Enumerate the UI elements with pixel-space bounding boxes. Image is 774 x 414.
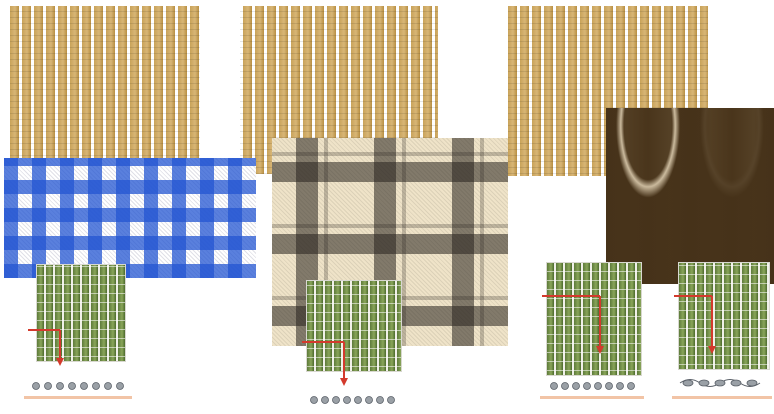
yarn-cross-section [546,380,640,392]
weave-diagram-4 [672,258,772,408]
arrow-icon [300,332,404,392]
weave-diagram-3 [540,258,644,408]
weave-diagram-1 [24,256,132,406]
arrow-icon [540,288,644,358]
arrow-icon [672,288,772,358]
yarn-cross-section [678,376,768,390]
plain-weave-tile-1 [10,6,200,162]
baseline-bar [540,396,644,399]
baseline-bar [24,396,132,399]
weave-diagram-2 [300,276,404,410]
yarn-cross-section [306,394,400,406]
arrow-icon [24,316,132,376]
yarn-cross-section [28,380,128,392]
baseline-bar [672,396,772,399]
